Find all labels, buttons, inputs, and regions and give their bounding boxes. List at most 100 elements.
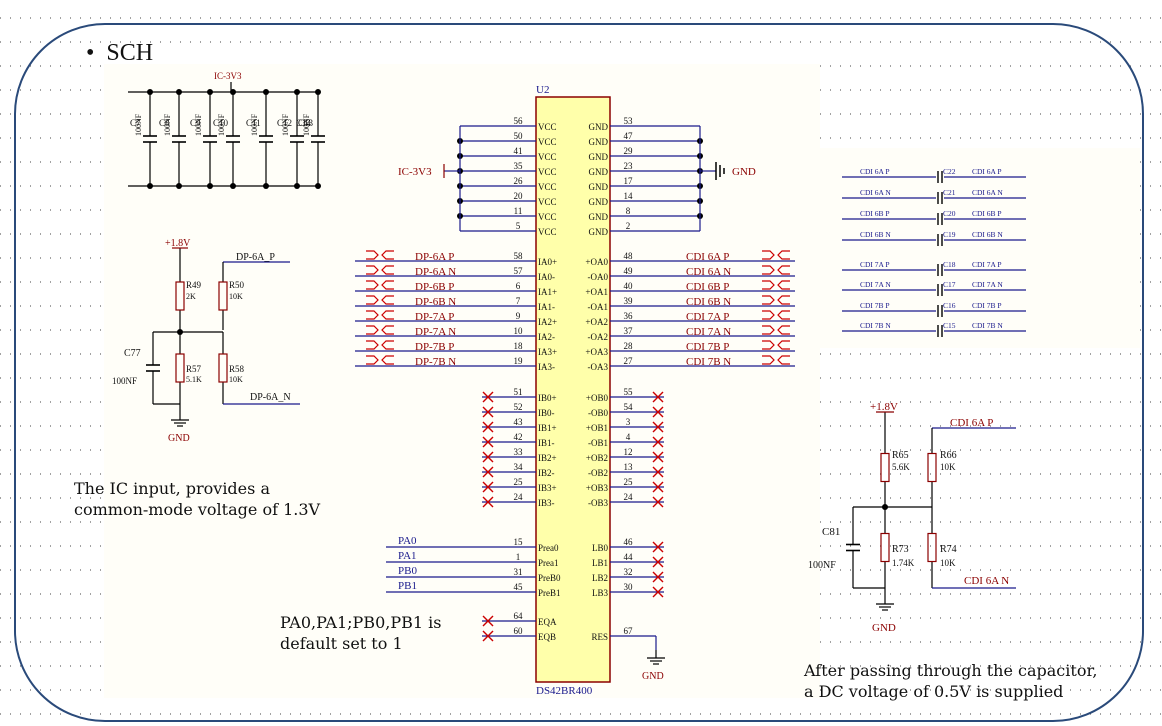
note-capacitor: After passing through the capacitor, a D… — [804, 660, 1097, 702]
right-supply-label: +1.8V — [870, 401, 898, 413]
ic-gnd-pin-name: GND — [589, 167, 609, 177]
ic-right-pin-number: 24 — [624, 492, 634, 502]
ic-left-pin-name: IB2+ — [538, 453, 557, 463]
ic-output-pin-name: -OA2 — [588, 332, 609, 342]
ic-input-port-symbol — [366, 265, 394, 275]
ic-output-net: CDI 7A N — [686, 326, 731, 338]
coupling-right-net: CDI 7A P — [972, 260, 1002, 269]
ic-ctrl-net: PA0 — [398, 535, 417, 547]
ic-gnd-pin-name: GND — [589, 227, 609, 237]
ic-input-net: DP-7B P — [415, 341, 454, 353]
ic-output-pin-name: -OA1 — [588, 302, 609, 312]
left-supply-label: +1.8V — [165, 238, 191, 249]
ic-input-pin-name: IA2+ — [538, 317, 557, 327]
decoupling-junction — [294, 89, 300, 95]
decoupling-junction — [294, 183, 300, 189]
ic-eq-pin-name: EQB — [538, 632, 556, 642]
left-r57-ref: R57 — [186, 364, 202, 374]
ic-left-pin-name: IB1+ — [538, 423, 557, 433]
note-pa-line2: default set to 1 — [280, 634, 403, 653]
decoupling-cap-ref: C12 — [277, 118, 292, 128]
ic-left-nc-mark — [482, 451, 494, 463]
ic-left-nc-mark — [482, 481, 494, 493]
ic-vcc-pin-name: VCC — [538, 122, 557, 132]
left-r58-ref: R58 — [229, 364, 245, 374]
right-r74-val: 10K — [940, 558, 956, 568]
coupling-cap-ref: C21 — [943, 188, 956, 197]
bullet-text: SCH — [106, 40, 154, 66]
ic-input-net: DP-7A P — [415, 311, 454, 323]
decoupling-junction — [230, 183, 236, 189]
decoupling-cap-ref: C11 — [246, 118, 261, 128]
ic-left-pin-name: IB0- — [538, 408, 555, 418]
right-gnd-label: GND — [872, 622, 896, 634]
ic-output-net: CDI 6A N — [686, 266, 731, 278]
right-r66-ref: R66 — [940, 450, 957, 461]
ic-right-pin-name: +OB1 — [586, 423, 608, 433]
ic-input-port-symbol — [366, 250, 394, 260]
ic-right-nc-mark — [652, 406, 664, 418]
ic-right-nc-mark — [652, 481, 664, 493]
ic-right-pin-number: 55 — [624, 387, 634, 397]
decoupling-cap-ref: C9 — [190, 118, 201, 128]
coupling-left-net: CDI 7B N — [860, 321, 891, 330]
ic-vcc-pin-name: VCC — [538, 227, 557, 237]
ic-left-nc-mark — [482, 496, 494, 508]
ic-left-pin-number: 25 — [514, 477, 524, 487]
ic-output-pin-number: 36 — [624, 311, 634, 321]
ic-vcc-pin-number: 56 — [514, 116, 524, 126]
schematic-sheet — [104, 64, 820, 698]
left-r58 — [218, 353, 228, 383]
right-r65-val: 5.6K — [892, 462, 910, 472]
ic-left-nc-mark — [482, 421, 494, 433]
ic-lb-pin-number: 32 — [624, 567, 633, 577]
ic-input-pin-number: 58 — [514, 251, 524, 261]
right-r73 — [880, 532, 890, 563]
ic-right-pin-name: -OB1 — [588, 438, 608, 448]
ic-output-port-symbol — [762, 250, 790, 260]
coupling-left-net: CDI 6B P — [860, 209, 890, 218]
ic-input-net: DP-6A P — [415, 251, 454, 263]
ic-ctrl-pin-number: 31 — [514, 567, 523, 577]
note-cap-line2: a DC voltage of 0.5V is supplied — [804, 682, 1064, 701]
decoupling-cap-value: 100NF — [217, 113, 226, 136]
note-cap-line1: After passing through the capacitor, — [804, 661, 1098, 680]
ic-output-pin-name: +OA0 — [585, 257, 608, 267]
ic-input-pin-number: 19 — [514, 356, 524, 366]
left-c77-ref: C77 — [124, 348, 141, 359]
ic-output-pin-number: 40 — [624, 281, 634, 291]
ic-gnd-pin-number: 17 — [624, 176, 634, 186]
note-ic-input: The IC input, provides a common-mode vol… — [74, 478, 320, 520]
right-r66-val: 10K — [940, 462, 956, 472]
ic-gnd-pin-name: GND — [589, 197, 609, 207]
coupling-cap-ref: C16 — [943, 301, 956, 310]
ic-lb-nc-mark — [652, 571, 664, 583]
coupling-sheet — [820, 148, 1140, 348]
ic-input-pin-number: 9 — [516, 311, 521, 321]
left-gnd-label: GND — [168, 433, 190, 444]
ic-vcc-pin-name: VCC — [538, 137, 557, 147]
ic-output-port-symbol — [762, 355, 790, 365]
ic-input-net: DP-7B N — [415, 356, 456, 368]
decoupling-junction — [230, 89, 236, 95]
ic-ctrl-pin-number: 15 — [514, 537, 524, 547]
ic-right-nc-mark — [652, 496, 664, 508]
ic-body — [535, 96, 611, 683]
ic-input-net: DP-6A N — [415, 266, 456, 278]
ic-res-pin-number: 67 — [624, 626, 634, 636]
ic-gnd-pin-name: GND — [589, 122, 609, 132]
ic-vcc-pin-number: 11 — [514, 206, 523, 216]
ic-right-pin-number: 13 — [624, 462, 634, 472]
right-r73-ref: R73 — [892, 544, 909, 555]
ic-right-pin-number: 54 — [624, 402, 634, 412]
left-out-p-label: DP-6A_P — [236, 252, 275, 263]
decoupling-junction — [207, 89, 213, 95]
left-r49-ref: R49 — [186, 280, 202, 290]
ic-gnd-pin-number: 2 — [626, 221, 631, 231]
ic-gnd-pin-name: GND — [589, 137, 609, 147]
ic-left-nc-mark — [482, 436, 494, 448]
bullet-title: • SCH — [86, 40, 153, 67]
ic-output-net: CDI 7B P — [686, 341, 729, 353]
